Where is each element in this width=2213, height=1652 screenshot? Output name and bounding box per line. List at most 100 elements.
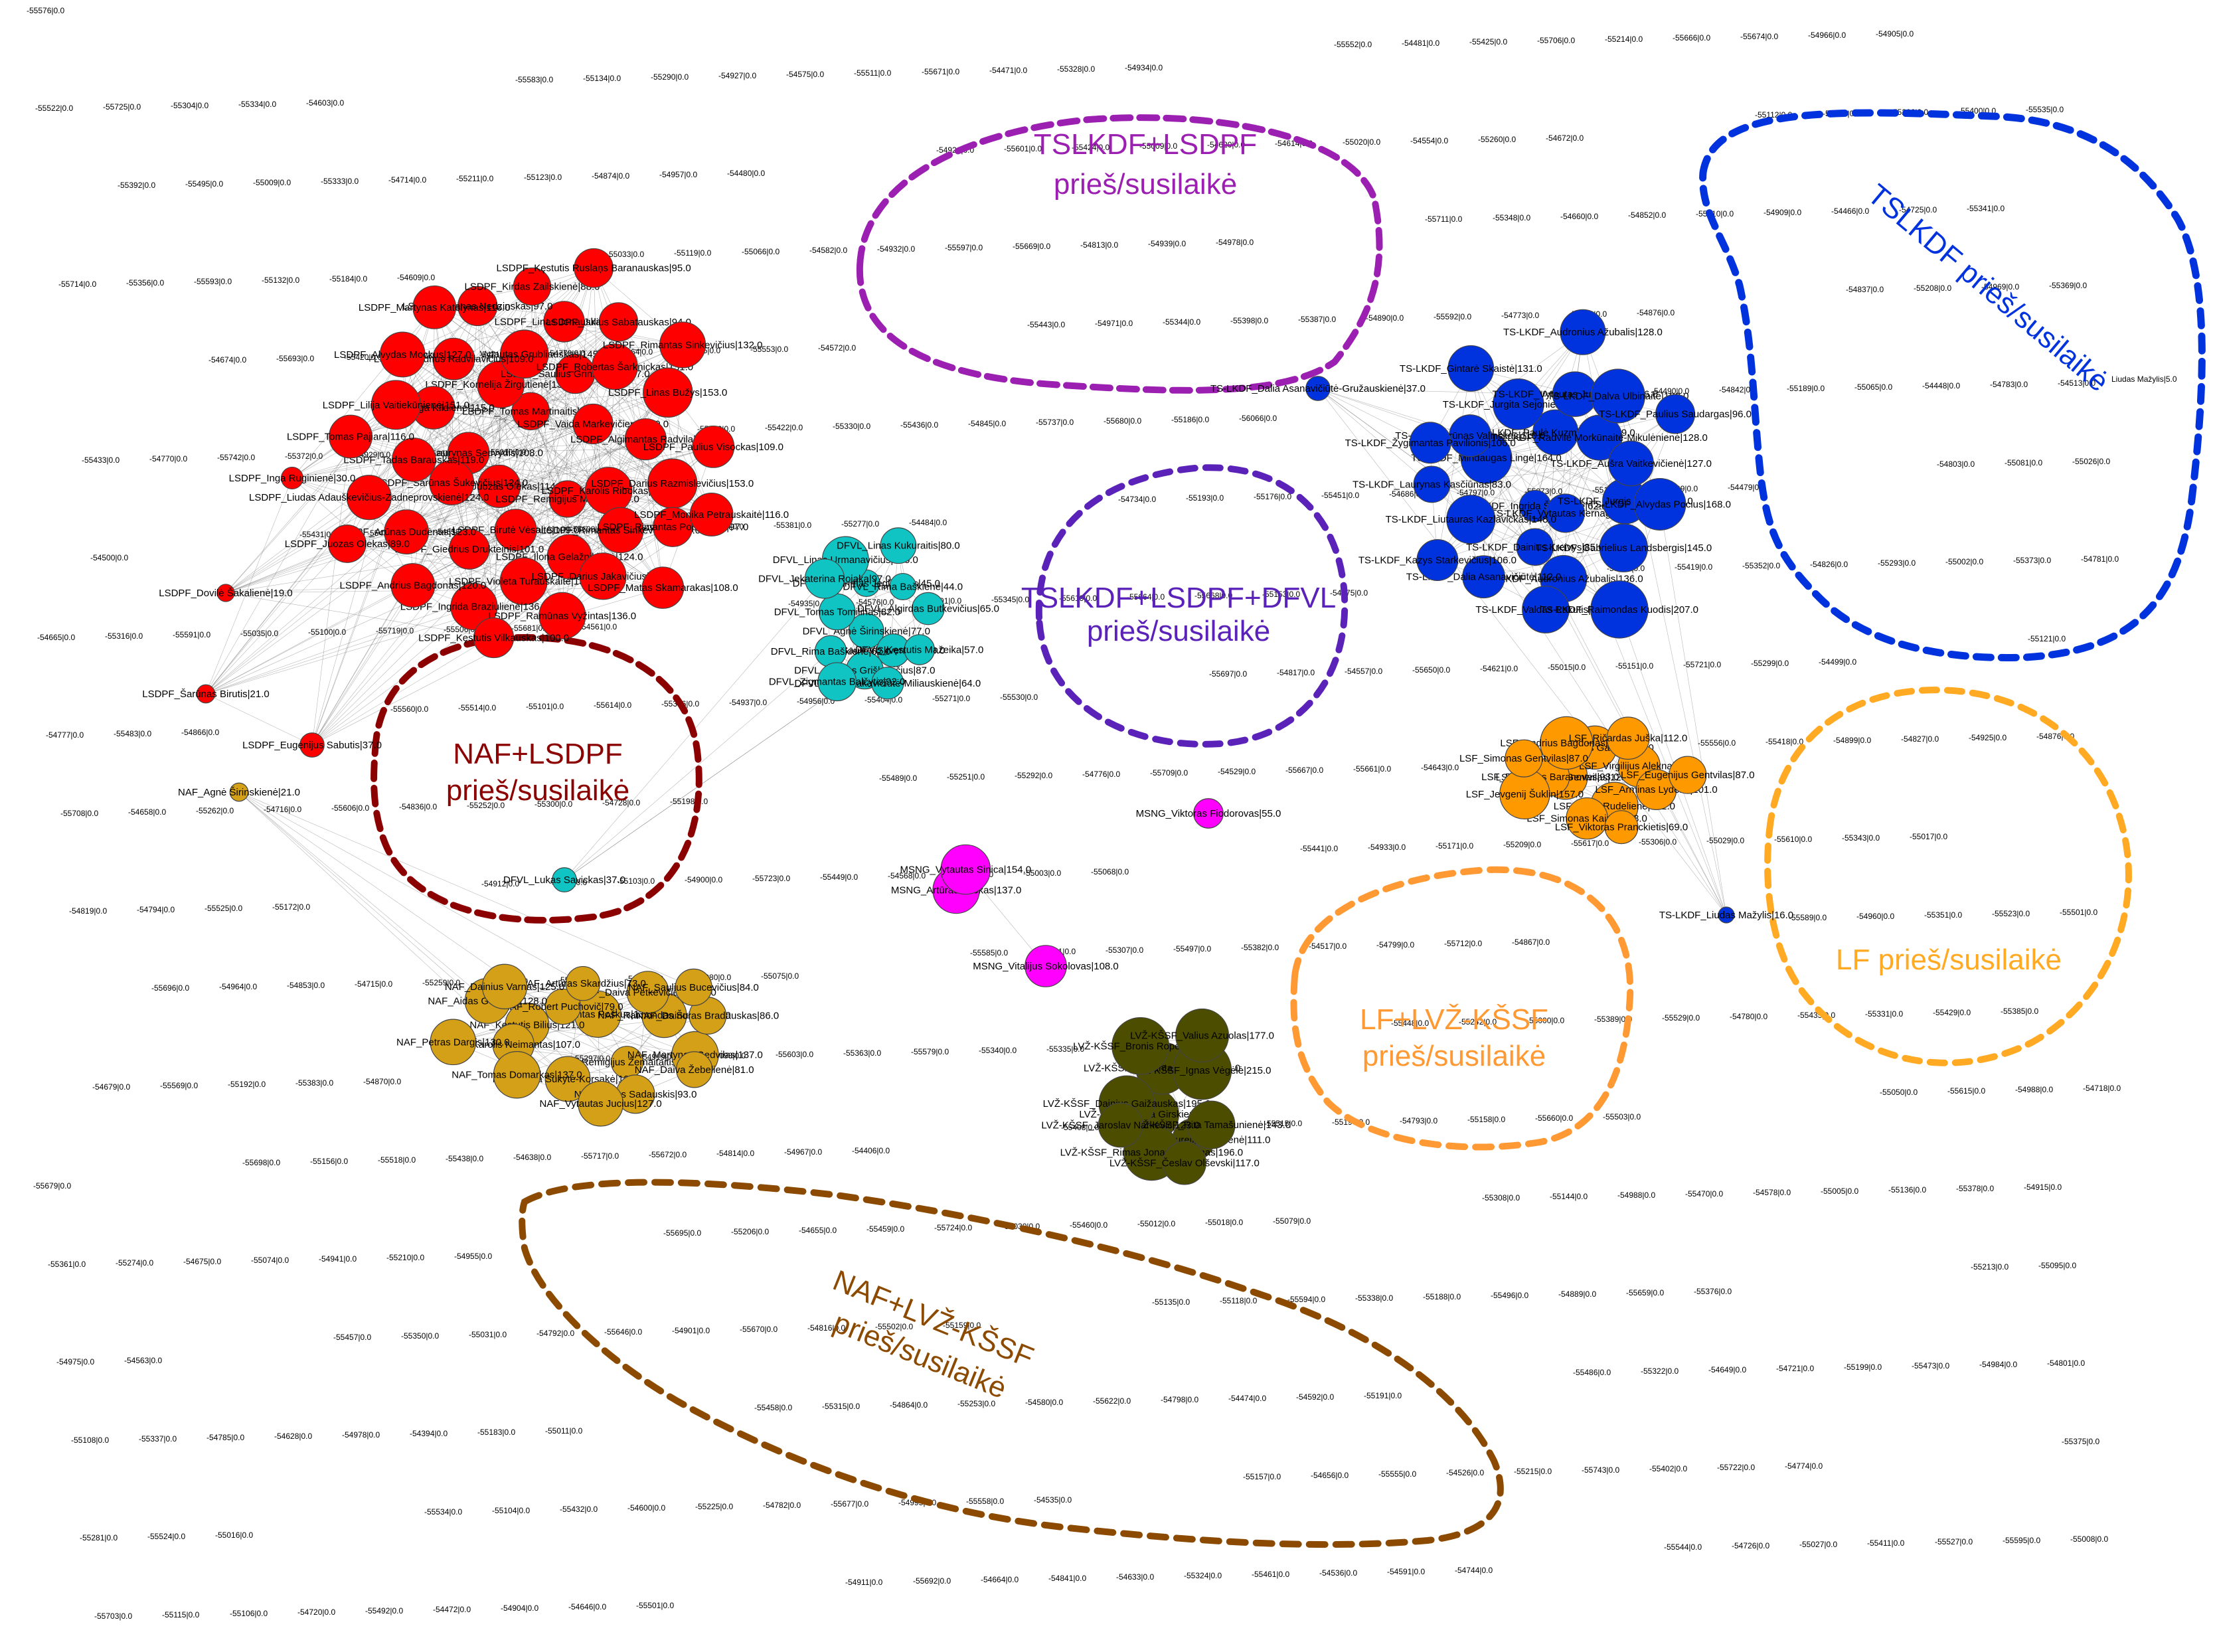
graph-node[interactable]: LSDPF_Juozas Olekas|89.0: [285, 525, 410, 563]
node-circle[interactable]: [675, 968, 712, 1006]
graph-node[interactable]: LSF_Jevgenij Šuklin|157.0: [1466, 768, 1584, 819]
node-circle[interactable]: [1305, 376, 1331, 401]
graph-node[interactable]: LSDPF_Tomas Martinaitis|88.0: [462, 392, 600, 431]
node-circle[interactable]: [499, 557, 548, 606]
graph-node[interactable]: NAF_Robert Puchovič|79.0: [503, 988, 623, 1025]
node-circle[interactable]: [598, 302, 639, 342]
graph-node[interactable]: TS-LKDF_Audronius Ažubalis|128.0: [1503, 309, 1663, 355]
graph-node[interactable]: DFVL_Kęstutis Mažeika|57.0: [855, 634, 983, 665]
graph-node[interactable]: LSDPF_Andrius Bagdonas|120.0: [340, 563, 487, 608]
node-circle[interactable]: [299, 732, 325, 758]
graph-node[interactable]: LSDPF_Paulius Visockas|109.0: [643, 425, 783, 468]
node-circle[interactable]: [574, 248, 614, 288]
node-circle[interactable]: [544, 1056, 591, 1102]
graph-node[interactable]: TS-LKDF_Dalva Ulbinaitė|182.0: [1547, 369, 1688, 424]
node-circle[interactable]: [565, 965, 601, 1001]
graph-node[interactable]: LVŽ-KŠSF_Valius Azuolas|177.0: [1130, 1008, 1274, 1062]
node-circle[interactable]: [1606, 716, 1650, 760]
node-circle[interactable]: [1462, 555, 1505, 599]
node-circle[interactable]: [1446, 495, 1496, 544]
node-circle[interactable]: [1604, 810, 1639, 845]
node-circle[interactable]: [643, 367, 693, 418]
node-circle[interactable]: [430, 1019, 477, 1066]
graph-node[interactable]: LSDPF_Liudas Adauškevičius-Zadneprovskie…: [249, 475, 489, 521]
graph-node[interactable]: TS-LKDF_Laurynas Kasčiūnas|83.0: [1352, 465, 1511, 503]
graph-node[interactable]: LSF_Ričardas Juška|112.0: [1569, 716, 1688, 760]
graph-node[interactable]: LSDPF_Linas Jonauskas|104.0: [495, 301, 634, 343]
node-circle[interactable]: [579, 552, 627, 600]
graph-node[interactable]: NAF_Daiva Žebelienė|81.0: [635, 1051, 754, 1088]
node-circle[interactable]: [578, 1080, 624, 1127]
node-circle[interactable]: [591, 343, 638, 390]
graph-node[interactable]: LSDPF_Kęstutis Vilkauskas|100.0: [418, 617, 569, 659]
graph-node[interactable]: NAF_Tomas Domarkas|137.0: [451, 1051, 582, 1099]
graph-node[interactable]: LSDPF_Violeta Turauskaitė|139.0: [449, 557, 598, 606]
node-circle[interactable]: [432, 337, 475, 380]
graph-node[interactable]: TS-LKDF_Kazys Starkevičius|106.0: [1358, 539, 1516, 581]
node-circle[interactable]: [280, 466, 304, 490]
graph-node[interactable]: LSF_Eugenijus Gentvilas|87.0: [1621, 756, 1755, 794]
node-circle[interactable]: [392, 438, 436, 482]
node-circle[interactable]: [429, 459, 475, 505]
node-circle[interactable]: [1655, 394, 1696, 434]
node-circle[interactable]: [1025, 945, 1067, 987]
graph-node[interactable]: LSDPF_Ramūnas Vyžintas|136.0: [489, 592, 637, 639]
graph-node[interactable]: LSDPF_Vytautas Grubliauskas|145.0: [442, 329, 607, 378]
graph-node[interactable]: LSDPF_Monika Petrauskaitė|116.0: [634, 493, 789, 537]
graph-node[interactable]: DFVL_Lukas Savickas|37.0: [503, 867, 625, 892]
graph-node[interactable]: LSDPF_Matas Skamarakas|108.0: [588, 566, 738, 609]
node-circle[interactable]: [626, 971, 669, 1014]
graph-node[interactable]: LVŽ-KŠSF_Česlav Olševski|117.0: [1109, 1141, 1260, 1185]
node-circle[interactable]: [1505, 739, 1543, 778]
graph-node[interactable]: NAF_Vytautas Jucius|127.0: [539, 1080, 662, 1127]
node-circle[interactable]: [572, 403, 614, 445]
graph-node[interactable]: NAF_Remigijus Žemaitaitis|64.0: [556, 1046, 698, 1079]
graph-node[interactable]: LVŽ-KŠSF_Bronis Ropė|204.0: [1073, 1017, 1208, 1075]
node-circle[interactable]: [1590, 580, 1649, 639]
graph-node[interactable]: TS-LKDF_Raimondas Kuodis|207.0: [1540, 580, 1698, 639]
graph-node[interactable]: TS-LKDF_Vytautas Kernagis|93.0: [1491, 493, 1640, 533]
node-circle[interactable]: [904, 634, 936, 665]
node-circle[interactable]: [370, 380, 421, 430]
node-circle[interactable]: [889, 572, 917, 600]
graph-node[interactable]: LSDPF_Linas Bužys|153.0: [608, 367, 727, 418]
node-circle[interactable]: [229, 782, 249, 802]
graph-node[interactable]: MSNG_Viktoras Fiodorovas|55.0: [1136, 798, 1281, 829]
graph-node[interactable]: LSDPF_Giedrius Drukteinis|101.0: [394, 529, 544, 570]
node-circle[interactable]: [1447, 345, 1495, 392]
graph-node[interactable]: DFVL_Jekaterina Rojaka|97.0: [758, 558, 891, 599]
graph-node[interactable]: TS-LKDF_Aušra Vaitkevičienė|127.0: [1550, 440, 1712, 487]
graph-node[interactable]: TS-LKDF_Gabrielius Landsbergis|145.0: [1535, 523, 1712, 572]
graph-node[interactable]: LSDPF_Tadas Barauskas|119.0: [343, 438, 484, 482]
graph-node[interactable]: DFVL_Zigmantas Balčytis|92.0: [769, 662, 906, 702]
node-circle[interactable]: [676, 1051, 713, 1088]
graph-node[interactable]: LSDPF_Rimantas Sinkevičius|132.0: [603, 321, 763, 369]
graph-node[interactable]: LVŽ-KŠSF_Rita Tamašunienė|143.0: [1131, 1100, 1291, 1149]
node-circle[interactable]: [871, 667, 904, 700]
node-circle[interactable]: [624, 418, 667, 461]
node-circle[interactable]: [449, 529, 490, 570]
graph-node[interactable]: DFVL_Rima Baškienė|62.0: [771, 635, 891, 668]
graph-node[interactable]: LSDPF_Darius Jakavičius|136.0: [532, 552, 675, 600]
node-circle[interactable]: [689, 493, 734, 537]
node-circle[interactable]: [450, 583, 498, 631]
node-circle[interactable]: [1522, 586, 1570, 633]
graph-node[interactable]: LSDPF_Šarūnas Birutis|21.0: [142, 684, 270, 704]
node-circle[interactable]: [912, 592, 945, 625]
node-circle[interactable]: [329, 414, 372, 459]
node-circle[interactable]: [216, 584, 235, 602]
node-circle[interactable]: [1413, 465, 1451, 503]
graph-node[interactable]: TS-LKDF_Valdas Rakutis|138.0: [1475, 586, 1616, 633]
graph-node[interactable]: LSF_Andrius Bagdonas|174.0: [1500, 716, 1633, 770]
node-circle[interactable]: [543, 301, 585, 343]
graph-node[interactable]: LSDPF_Julius Sabatauskas|94.0: [546, 302, 691, 342]
node-circle[interactable]: [641, 566, 685, 609]
node-circle[interactable]: [493, 1051, 541, 1099]
node-circle[interactable]: [511, 392, 550, 431]
graph-node[interactable]: LSDPF_Alvydas Mockus|127.0: [334, 331, 471, 378]
graph-node[interactable]: DFVL_Linas Kukuraitis|80.0: [837, 527, 960, 564]
graph-node[interactable]: TS-LKDF_Liutauras Kazlavickas|148.0: [1386, 495, 1556, 544]
graph-node[interactable]: TS-LKDF_Liudas Mažylis|16.0: [1659, 906, 1793, 924]
graph-node[interactable]: LSDPF_Kirdas Zailskienė|88.0: [464, 267, 600, 306]
node-circle[interactable]: [940, 844, 991, 895]
